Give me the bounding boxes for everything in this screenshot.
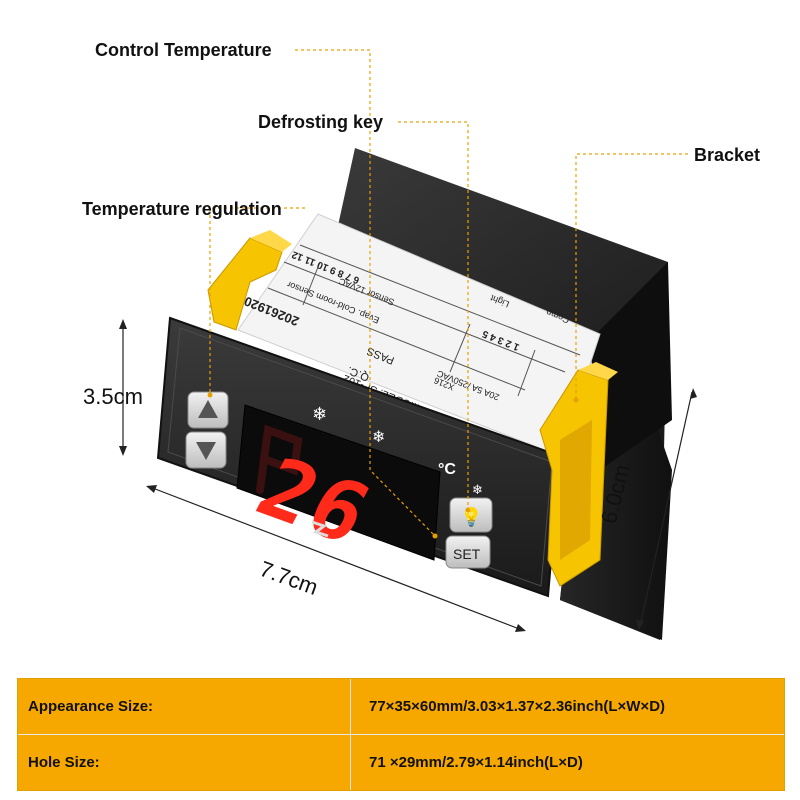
defrost-snowflake-icon: ❄ — [372, 427, 385, 446]
brand-logo — [311, 520, 329, 538]
controller-body: MODEL: SF-102 20261920 PASS Q.C. 2024 20… — [156, 148, 672, 640]
right-bracket — [539, 362, 618, 587]
spec-table: Appearance Size: 77×35×60mm/3.03×1.37×2.… — [17, 678, 785, 791]
callout-temperature-regulation: Temperature regulation — [82, 199, 282, 219]
dimension-height-line — [119, 319, 127, 456]
dimension-width-line — [146, 485, 526, 632]
lightbulb-icon: 💡 — [460, 506, 482, 528]
snowflake-icon: ❄ — [312, 404, 327, 425]
spec-label: Hole Size: — [28, 754, 100, 771]
model-badge: SF-102 — [449, 573, 487, 596]
callout-dots — [207, 392, 579, 539]
callout-lines — [209, 49, 688, 537]
temperature-down-button[interactable] — [185, 431, 227, 469]
callout-bracket: Bracket — [694, 145, 761, 165]
dimension-height-label: 3.5cm — [83, 384, 143, 409]
celsius-unit: °C — [438, 461, 456, 478]
spec-row-appearance-size: Appearance Size: 77×35×60mm/3.03×1.37×2.… — [18, 679, 784, 734]
defrost-button[interactable]: 💡 — [449, 497, 493, 533]
spec-value: 77×35×60mm/3.03×1.37×2.36inch(L×W×D) — [369, 698, 666, 715]
product-illustration: MODEL: SF-102 20261920 PASS Q.C. 2024 20… — [119, 49, 697, 640]
status-snowflake-icon: ❄ — [472, 483, 483, 498]
dimension-depth-line — [636, 388, 697, 630]
set-button[interactable]: SET — [445, 535, 491, 569]
left-bracket — [207, 230, 292, 331]
spec-row-hole-size: Hole Size: 71 ×29mm/2.79×1.14inch(L×D) — [18, 734, 784, 790]
spec-value: 71 ×29mm/2.79×1.14inch(L×D) — [369, 754, 583, 771]
display-unlit-digits — [256, 424, 303, 494]
callout-defrosting-key: Defrosting key — [258, 112, 384, 132]
temperature-up-button[interactable] — [187, 391, 229, 429]
spec-label: Appearance Size: — [28, 698, 154, 715]
callout-control-temperature: Control Temperature — [95, 40, 272, 60]
set-button-label: SET — [453, 546, 481, 562]
